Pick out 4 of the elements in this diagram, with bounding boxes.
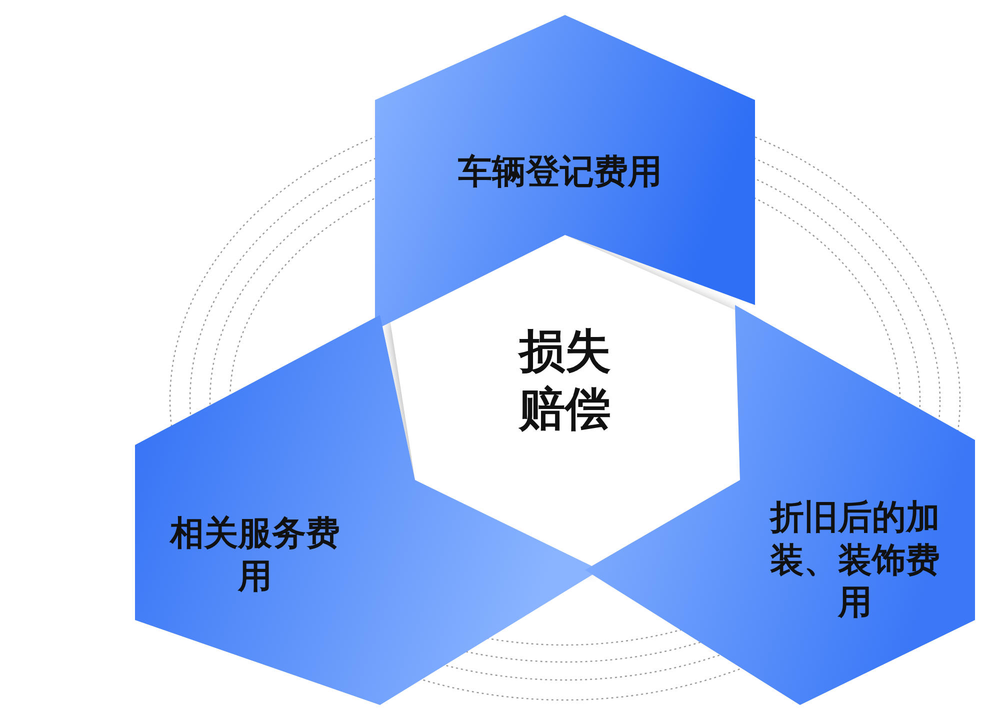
center-title: 损失赔偿: [517, 322, 612, 437]
segment-label: 车辆登记费用: [457, 150, 663, 194]
segment-label: 折旧后的加装、装饰费用: [768, 496, 941, 624]
segment-label: 相关服务费用: [168, 512, 341, 598]
